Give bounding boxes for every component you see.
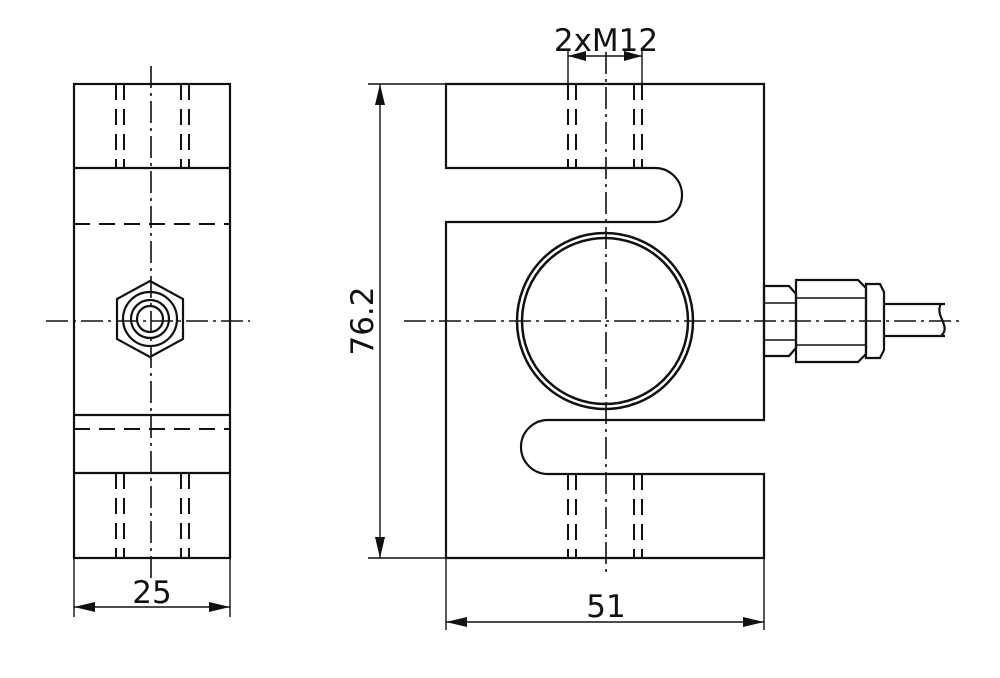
connector-ring-inner	[135, 304, 165, 334]
width-arrow-right	[743, 617, 764, 627]
front-dimensions: 2xM12 76.2 51	[345, 23, 765, 630]
dim-width-front-label: 51	[586, 589, 625, 625]
connector-ring-outer	[121, 290, 179, 348]
height-arrow-bottom	[375, 537, 385, 558]
cable-break	[938, 303, 946, 337]
thread-arrow-right	[624, 51, 642, 61]
dim-thread-label: 2xM12	[554, 23, 658, 59]
connector-hex-nut	[115, 279, 185, 359]
height-arrow-top	[375, 84, 385, 105]
connector-ring-mid	[129, 298, 171, 340]
side-view: 25	[46, 66, 250, 617]
side-dim-arrow-right	[209, 602, 230, 612]
cable-gland	[762, 278, 946, 364]
dim-width-side-label: 25	[132, 575, 171, 611]
thread-arrow-left	[568, 51, 586, 61]
front-view	[404, 52, 962, 575]
side-dim-arrow-left	[74, 602, 95, 612]
gland-cap	[864, 282, 886, 360]
dim-height-label: 76.2	[345, 286, 381, 355]
width-arrow-left	[446, 617, 467, 627]
